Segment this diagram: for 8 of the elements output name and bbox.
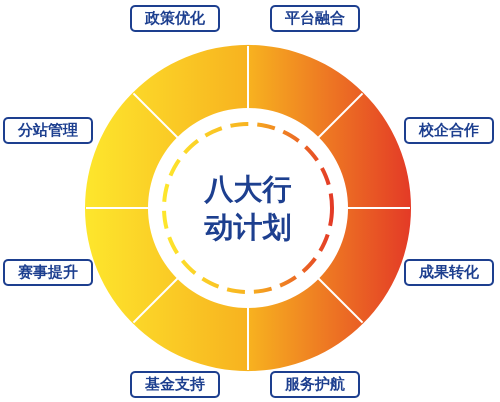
action-label: 赛事提升 xyxy=(3,259,93,286)
action-label: 分站管理 xyxy=(3,117,93,144)
action-label: 校企合作 xyxy=(404,117,494,144)
action-label: 政策优化 xyxy=(130,5,220,32)
action-label: 服务护航 xyxy=(270,371,360,398)
action-label: 平台融合 xyxy=(270,5,360,32)
action-label: 基金支持 xyxy=(130,371,220,398)
action-label: 成果转化 xyxy=(404,259,494,286)
